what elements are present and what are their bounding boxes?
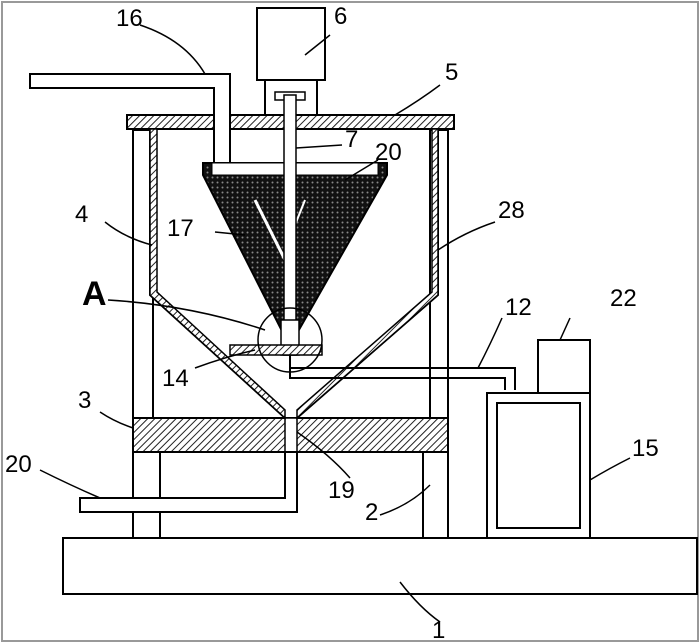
label-20-top: 20: [375, 139, 402, 166]
label-19: 19: [328, 477, 355, 504]
pipe-12: [289, 355, 516, 390]
inlet-pipe: [29, 73, 231, 196]
label-2: 2: [365, 499, 378, 526]
label-22: 22: [610, 285, 637, 312]
label-5: 5: [445, 59, 458, 86]
left-leg: [132, 451, 161, 539]
tank-wall-right-hatch: [296, 128, 439, 420]
tank-wall-left-hatch: [149, 128, 286, 420]
label-4: 4: [75, 201, 88, 228]
label-15: 15: [632, 435, 659, 462]
label-a: A: [82, 275, 107, 313]
outlet-channel: [284, 417, 298, 453]
part-14: [229, 344, 323, 356]
label-14: 14: [162, 365, 189, 392]
label-17: 17: [167, 215, 194, 242]
label-1: 1: [432, 617, 445, 643]
label-12: 12: [505, 294, 532, 321]
leader-lines: [39, 24, 631, 623]
right-leg-2: [422, 451, 449, 539]
label-7: 7: [345, 126, 358, 153]
shaft: [283, 94, 297, 356]
base-plate: [62, 537, 698, 595]
motor-box: [256, 7, 326, 81]
tank-inner: [496, 402, 581, 529]
outlet-pipe: [79, 451, 298, 513]
label-6: 6: [334, 3, 347, 30]
label-20-left: 20: [5, 451, 32, 478]
pump-22: [537, 339, 591, 394]
label-16: 16: [116, 5, 143, 32]
label-3: 3: [78, 387, 91, 414]
label-28: 28: [498, 197, 525, 224]
